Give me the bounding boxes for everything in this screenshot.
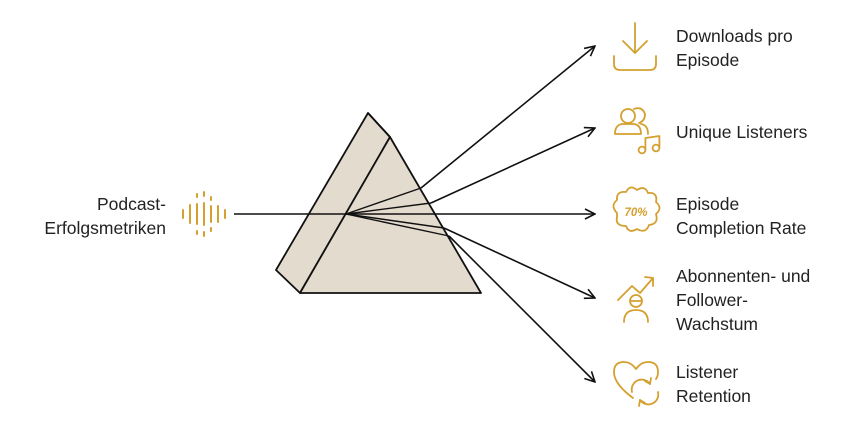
prism xyxy=(275,112,482,294)
metric-label-downloads: Downloads pro Episode xyxy=(676,24,793,72)
source-label: Podcast- Erfolgsmetriken xyxy=(44,192,166,240)
metric-label-line: Listener xyxy=(676,362,739,382)
metric-label-line: Episode xyxy=(676,194,740,214)
metric-label-line: Follower- xyxy=(676,290,748,310)
arrow-growth xyxy=(443,227,595,298)
source-label-line-2: Erfolgsmetriken xyxy=(44,218,166,238)
internal-ray-2 xyxy=(345,202,432,215)
arrow-downloads xyxy=(420,46,595,189)
metric-label-line: Completion Rate xyxy=(676,218,807,238)
metric-label-completion-rate: Episode Completion Rate xyxy=(676,192,806,240)
metric-label-line: Episode xyxy=(676,50,740,70)
metric-label-retention: Listener Retention xyxy=(676,360,751,408)
internal-ray-1 xyxy=(345,187,422,215)
metric-label-line: Wachstum xyxy=(676,314,759,334)
listeners-music-icon xyxy=(614,107,661,155)
growth-person-icon xyxy=(617,276,654,323)
source-label-line-1: Podcast- xyxy=(96,194,166,214)
metric-label-line: Retention xyxy=(676,386,751,406)
completion-badge-text: 70% xyxy=(624,207,647,219)
metric-label-unique-listeners: Unique Listeners xyxy=(676,120,807,144)
audio-wave-icon xyxy=(182,191,226,237)
internal-rays xyxy=(345,187,450,237)
output-arrows xyxy=(420,46,595,382)
completion-badge-icon: 70% xyxy=(612,186,661,232)
internal-ray-5 xyxy=(345,213,450,237)
prism-front-face xyxy=(299,136,482,294)
prism-top-edge xyxy=(367,112,391,138)
heart-refresh-icon xyxy=(613,361,660,407)
metric-label-line: Abonnenten- und xyxy=(676,266,811,286)
metric-label-line: Downloads pro xyxy=(676,26,793,46)
download-icon xyxy=(613,22,657,71)
metric-label-growth: Abonnenten- und Follower- Wachstum xyxy=(676,264,810,336)
internal-ray-4 xyxy=(345,213,445,229)
arrow-listeners xyxy=(430,128,595,204)
arrow-retention xyxy=(448,235,595,382)
metric-label-line: Unique Listeners xyxy=(676,122,808,142)
